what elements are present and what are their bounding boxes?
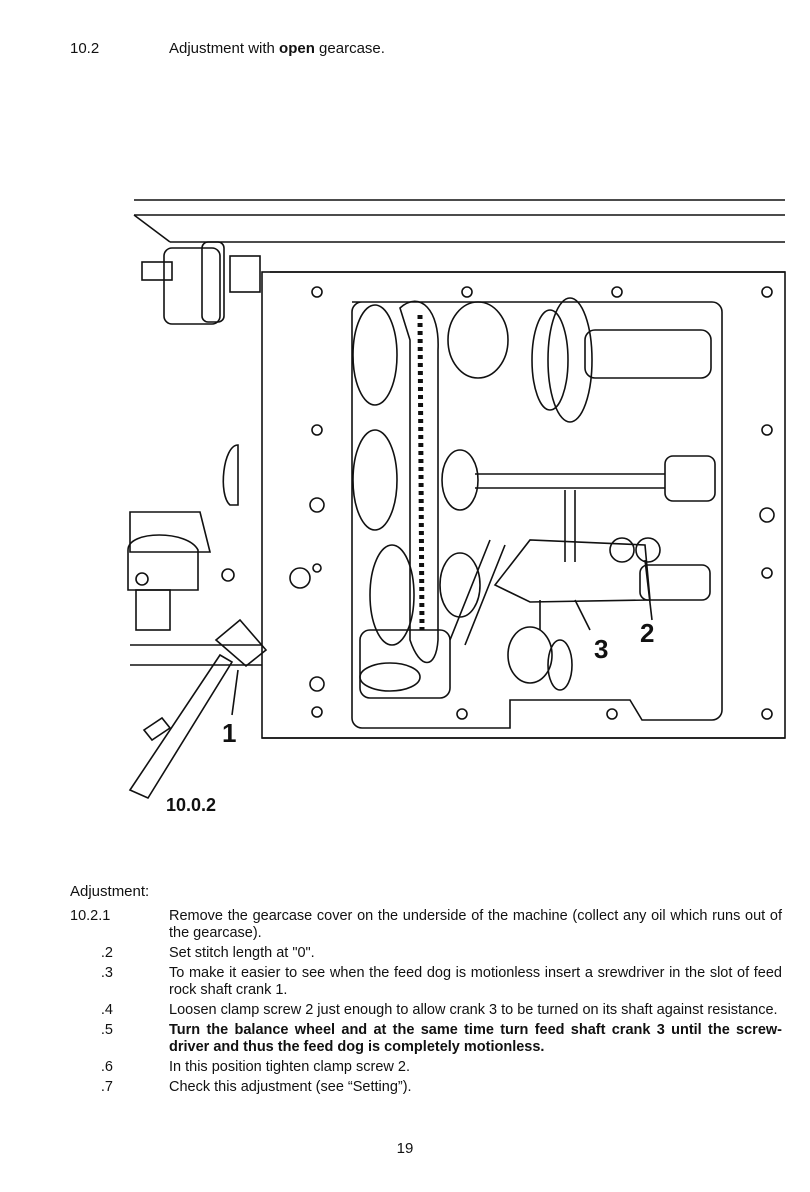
step-number: 10.2.1 xyxy=(70,908,111,924)
step-number: .2 xyxy=(100,945,113,961)
step-item: .3 To make it easier to see when the feed… xyxy=(70,965,782,999)
steps-list: 10.2.1 Remove the gearcase cover on the u… xyxy=(70,908,782,1099)
step-number: .6 xyxy=(100,1059,113,1075)
step-item: 10.2.1 Remove the gearcase cover on the u… xyxy=(70,908,782,942)
step-text: To make it easier to see when the feed d… xyxy=(169,965,782,998)
step-text: Check this adjustment (see “Setting”). xyxy=(169,1079,412,1095)
section-number: 10.2 xyxy=(70,40,100,57)
adjustment-title: Adjustment: xyxy=(70,883,150,900)
step-item: .6 In this position tighten clamp screw 2… xyxy=(70,1059,782,1076)
step-item: .2 Set stitch length at "0". xyxy=(70,945,782,962)
step-text: Loosen clamp screw 2 just enough to allo… xyxy=(169,1002,778,1018)
step-number: .5 xyxy=(100,1022,113,1038)
page-number: 19 xyxy=(396,1140,414,1157)
step-number: .7 xyxy=(100,1079,113,1095)
step-item: .4 Loosen clamp screw 2 just enough to al… xyxy=(70,1002,782,1019)
step-text: Turn the balance wheel and at the same t… xyxy=(169,1022,782,1055)
step-text: Set stitch length at "0". xyxy=(169,945,315,961)
step-text: In this position tighten clamp screw 2. xyxy=(169,1059,410,1075)
step-number: .3 xyxy=(100,965,113,981)
callout-3: 3 xyxy=(594,634,608,664)
step-item: .5 Turn the balance wheel and at the same… xyxy=(70,1022,782,1056)
callout-2: 2 xyxy=(640,618,654,648)
step-text: Remove the gearcase cover on the undersi… xyxy=(169,908,782,941)
step-item: .7 Check this adjustment (see “Setting”). xyxy=(70,1079,782,1096)
gearcase-illustration: 1 2 3 xyxy=(127,199,786,800)
step-number: .4 xyxy=(100,1002,113,1018)
section-title: Adjustment with open gearcase. xyxy=(169,40,385,57)
figure-label: 10.0.2 xyxy=(166,795,217,815)
callout-1: 1 xyxy=(222,718,236,748)
